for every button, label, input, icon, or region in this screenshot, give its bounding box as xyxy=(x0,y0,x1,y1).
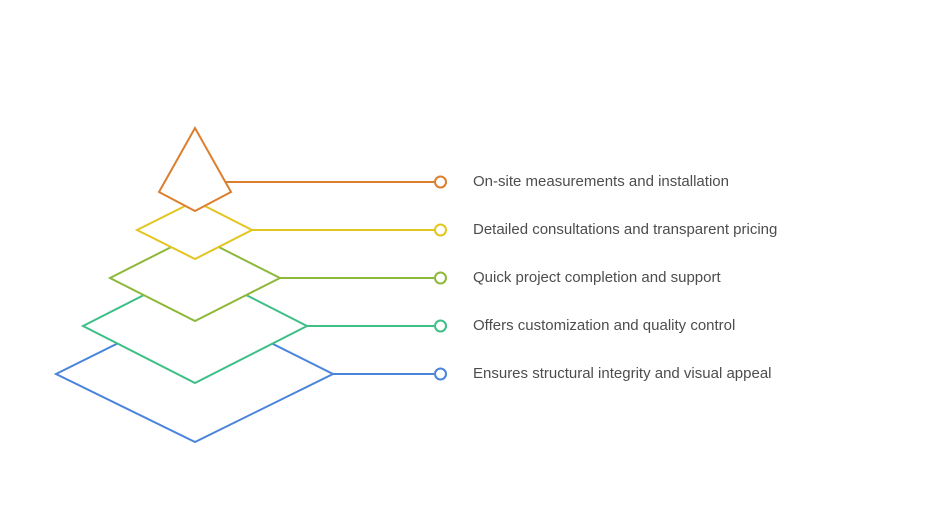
layer-2 xyxy=(134,199,447,261)
layer-2-label: Detailed consultations and transparent p… xyxy=(473,221,778,238)
layer-1 xyxy=(157,125,447,213)
layer-3-marker xyxy=(434,271,447,285)
layer-5-marker xyxy=(434,367,447,381)
layer-4-label: Offers customization and quality control xyxy=(473,317,736,334)
layer-4-marker xyxy=(434,319,447,333)
layer-4 xyxy=(80,267,447,385)
layer-5-label: Ensures structural integrity and visual … xyxy=(473,365,772,382)
layer-1-marker xyxy=(434,175,447,189)
layer-3-label: Quick project completion and support xyxy=(473,269,721,286)
layer-1-apex xyxy=(157,125,233,213)
layer-1-label: On-site measurements and installation xyxy=(473,173,729,190)
layer-3 xyxy=(107,233,447,323)
layer-2-marker xyxy=(434,223,447,237)
